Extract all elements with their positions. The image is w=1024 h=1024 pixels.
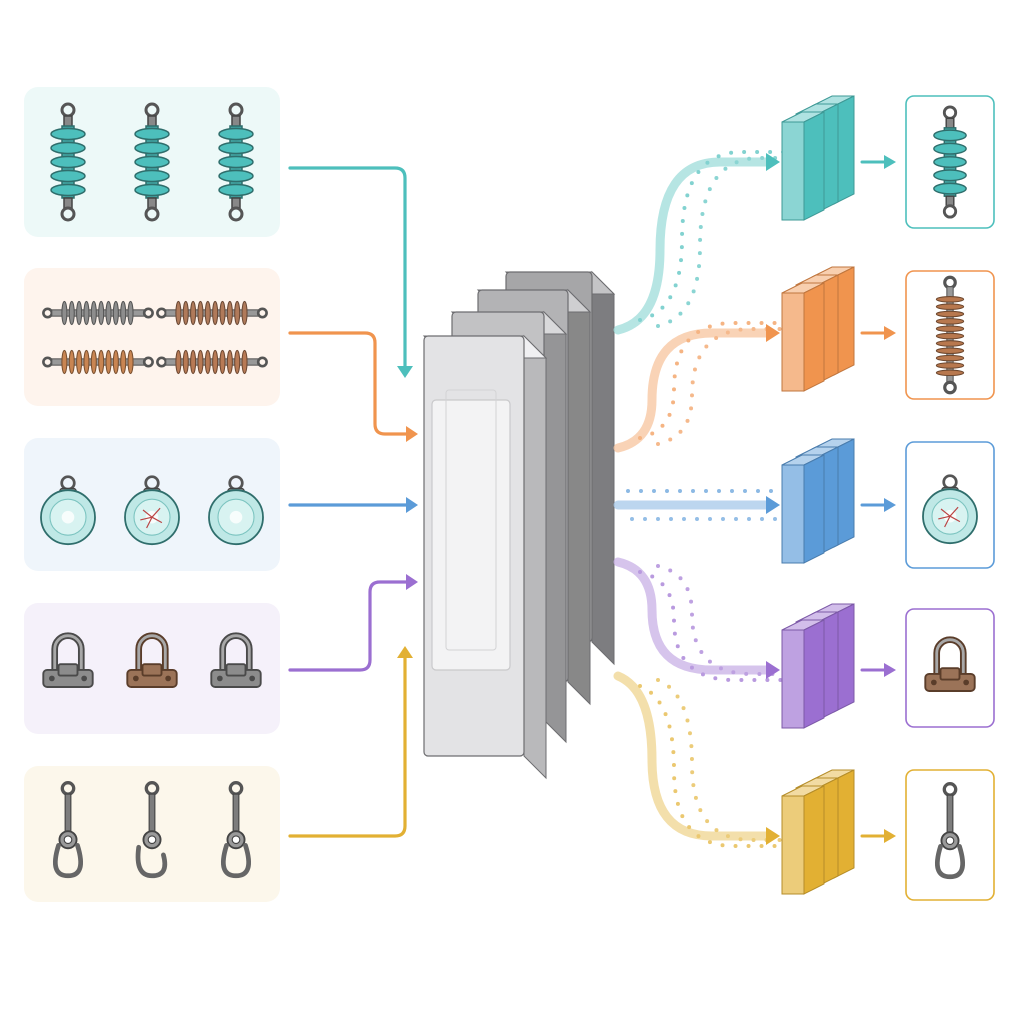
output-block-polymer-insulator bbox=[781, 95, 896, 221]
broken-hook-fitting-icon bbox=[135, 781, 168, 879]
input-panel-polymer-insulator bbox=[24, 87, 280, 237]
polymer-insulator-icon bbox=[218, 102, 254, 222]
output-flow-glass-insulator bbox=[613, 489, 786, 521]
output-flow-composite-insulator bbox=[613, 321, 812, 453]
composite-insulator-icon bbox=[935, 275, 965, 395]
polymer-insulator-icon bbox=[933, 105, 967, 219]
input-panel-hook-fitting bbox=[24, 766, 280, 902]
output-flow-polymer-insulator bbox=[613, 150, 812, 335]
composite-insulator-icon bbox=[42, 300, 154, 326]
input-panel-glass-insulator bbox=[24, 438, 280, 571]
hook-fitting-icon bbox=[935, 782, 965, 880]
input-panels bbox=[24, 87, 280, 902]
input-arrow-composite-insulator bbox=[288, 331, 418, 442]
layered-model-icon bbox=[422, 270, 616, 780]
input-arrows bbox=[288, 166, 418, 838]
output-panel-shackle-clamp bbox=[905, 608, 995, 728]
rusty-shackle-clamp-icon bbox=[924, 636, 976, 692]
model-layer-panel bbox=[431, 399, 511, 671]
output-block-shackle-clamp bbox=[781, 603, 896, 729]
composite-insulator-icon bbox=[156, 349, 268, 375]
input-arrow-shackle-clamp bbox=[288, 574, 418, 672]
glass-insulator-icon bbox=[208, 475, 264, 546]
composite-insulator-icon bbox=[156, 300, 268, 326]
output-panel-hook-fitting bbox=[905, 769, 995, 901]
output-block-glass-insulator bbox=[781, 438, 896, 564]
hook-fitting-icon bbox=[53, 781, 83, 879]
input-panel-shackle-clamp bbox=[24, 603, 280, 734]
output-flow-hook-fitting bbox=[613, 671, 812, 848]
cracked-glass-insulator-icon bbox=[922, 474, 978, 545]
output-panel-polymer-insulator bbox=[905, 95, 995, 229]
polymer-insulator-icon bbox=[50, 102, 86, 222]
glass-insulator-icon bbox=[40, 475, 96, 546]
output-panel-composite-insulator bbox=[905, 270, 995, 400]
input-arrow-glass-insulator bbox=[288, 497, 418, 513]
input-panel-background bbox=[24, 268, 280, 406]
output-panel-glass-insulator bbox=[905, 441, 995, 569]
input-arrow-hook-fitting bbox=[288, 646, 413, 838]
shackle-clamp-icon bbox=[42, 632, 94, 688]
output-panels bbox=[781, 95, 995, 901]
polymer-insulator-icon bbox=[134, 102, 170, 222]
output-flows bbox=[613, 150, 812, 848]
output-block-hook-fitting bbox=[781, 769, 896, 895]
cracked-glass-insulator-icon bbox=[124, 475, 180, 546]
input-arrow-polymer-insulator bbox=[288, 166, 413, 378]
composite-insulator-icon bbox=[42, 349, 154, 375]
model-layer-panel bbox=[445, 389, 497, 651]
shackle-clamp-icon bbox=[210, 632, 262, 688]
input-panel-composite-insulator bbox=[24, 268, 280, 406]
rusty-shackle-clamp-icon bbox=[126, 632, 178, 688]
output-flow-shackle-clamp bbox=[613, 557, 812, 682]
output-block-composite-insulator bbox=[781, 266, 896, 392]
hook-fitting-icon bbox=[221, 781, 251, 879]
